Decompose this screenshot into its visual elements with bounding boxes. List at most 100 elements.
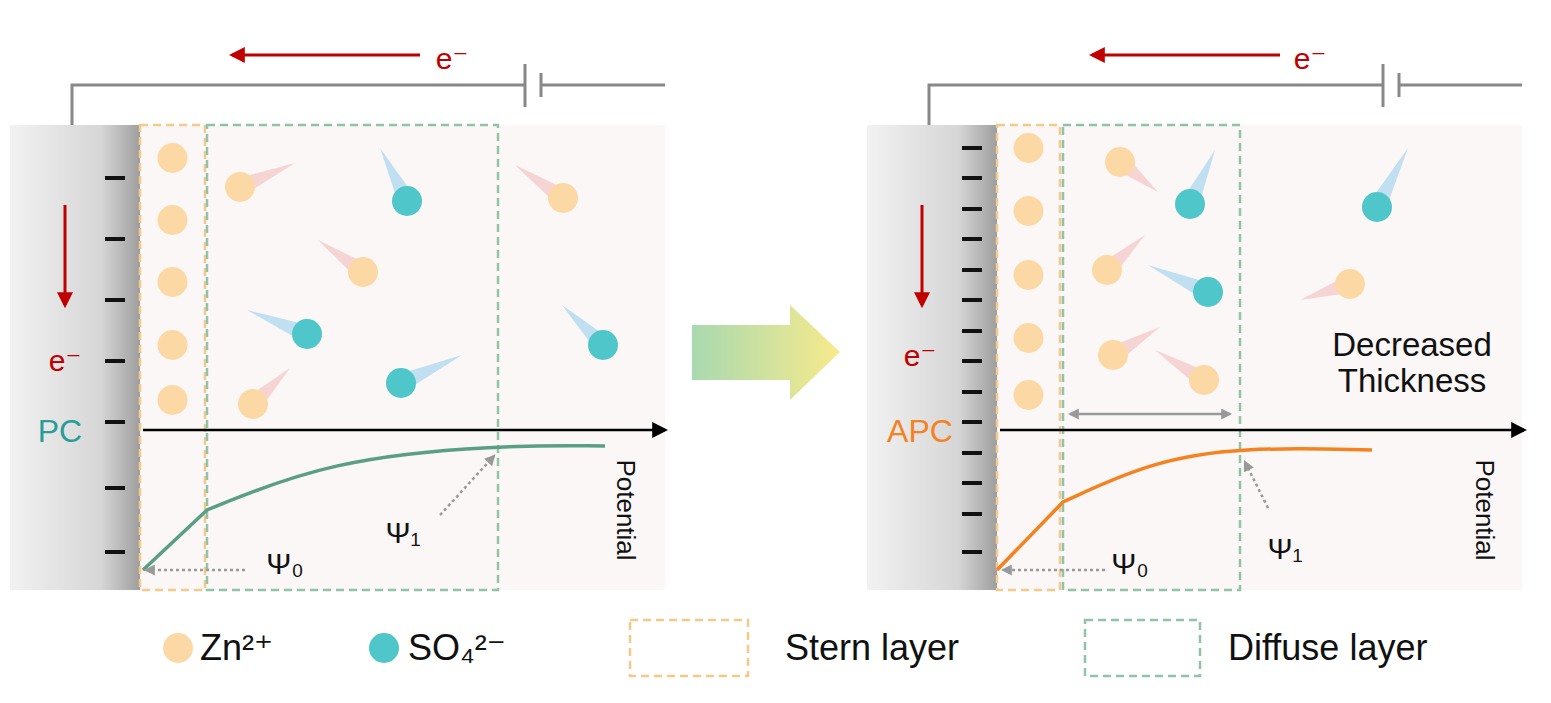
leader-line — [1003, 569, 1105, 572]
electron-flow-arrow — [64, 205, 67, 305]
legend-text: Zn²⁺ — [200, 628, 273, 668]
legend-text: Diffuse layer — [1228, 628, 1427, 668]
legend-text: SO₄²⁻ — [408, 628, 506, 668]
wire — [72, 85, 525, 125]
transition-arrow — [692, 305, 840, 400]
potential-axis — [143, 429, 665, 432]
charge-mark — [962, 512, 982, 516]
diffuse-layer — [207, 125, 498, 590]
charge-mark — [962, 268, 982, 272]
sulfate-ion — [588, 330, 618, 360]
electron-flow-arrow — [1092, 54, 1280, 57]
zn-ion — [238, 389, 268, 419]
charge-mark — [105, 176, 125, 180]
charge-mark — [105, 550, 125, 554]
diffuse-layer — [1063, 125, 1240, 590]
zn-ion — [1014, 196, 1044, 226]
potential-curve — [997, 449, 1372, 570]
zn-ion — [158, 205, 188, 235]
leader-line — [1245, 462, 1268, 508]
potential-symbol: Ψ₁ — [385, 516, 420, 549]
zn-ion — [1189, 365, 1219, 395]
sulfate-ion — [1193, 277, 1223, 307]
legend-text: Stern layer — [785, 628, 959, 668]
electron-label: e⁻ — [904, 339, 937, 372]
potential-symbol: Ψ₀ — [1111, 547, 1149, 580]
zn-ion — [158, 385, 188, 415]
electron-flow-arrow — [921, 205, 924, 305]
stern-layer — [997, 125, 1060, 590]
legend-swatch — [163, 633, 193, 663]
electrode — [10, 125, 140, 590]
wire — [1399, 84, 1522, 87]
sulfate-ion — [392, 186, 422, 216]
electron-flow-arrow — [232, 54, 420, 57]
battery-symbol — [524, 64, 527, 107]
zn-ion — [1335, 269, 1365, 299]
legend-sample — [630, 620, 748, 676]
leader-line — [440, 456, 494, 515]
annotation: Decreased Thickness — [1297, 327, 1527, 400]
electrolyte — [10, 125, 665, 590]
sulfate-ion — [292, 319, 322, 349]
zn-ion — [1098, 340, 1128, 370]
zn-ion — [1014, 380, 1044, 410]
edl-panel — [10, 55, 665, 590]
charge-mark — [962, 390, 982, 394]
legend-swatch — [369, 633, 399, 663]
charge-mark — [105, 359, 125, 363]
zn-ion — [1092, 255, 1122, 285]
electrode — [867, 125, 997, 590]
thickness-arrow — [1070, 413, 1230, 416]
potential-symbol: Ψ₁ — [1267, 532, 1302, 565]
zn-ion — [1105, 147, 1135, 177]
axis-label: Potential — [1471, 459, 1500, 560]
charge-mark — [105, 486, 125, 490]
zn-ion — [225, 172, 255, 202]
charge-mark — [105, 420, 125, 424]
electron-label: e⁻ — [1294, 42, 1327, 75]
electrode: e⁻ PC — [10, 125, 140, 590]
charge-mark — [962, 237, 982, 241]
zn-ion — [348, 257, 378, 287]
sulfate-ion — [386, 368, 416, 398]
zn-ion — [1014, 323, 1044, 353]
edl-panel — [867, 55, 1524, 590]
potential-axis — [1000, 429, 1524, 432]
sulfate-ion — [1362, 192, 1392, 222]
charge-mark — [962, 420, 982, 424]
zn-ion — [158, 267, 188, 297]
legend-sample — [1085, 620, 1200, 676]
zn-ion — [1014, 260, 1044, 290]
zn-ion — [548, 183, 578, 213]
electrode: e⁻ APC — [867, 125, 997, 590]
charge-mark — [962, 359, 982, 363]
potential-curve — [143, 446, 605, 570]
sulfate-ion — [1175, 189, 1205, 219]
wire — [541, 84, 665, 87]
zn-ion — [1014, 133, 1044, 163]
charge-mark — [962, 481, 982, 485]
battery-symbol — [1382, 64, 1385, 107]
electron-label: e⁻ — [436, 42, 469, 75]
charge-mark — [105, 298, 125, 302]
charge-mark — [105, 237, 125, 241]
wire — [929, 85, 1383, 125]
axis-label: Potential — [612, 459, 641, 560]
leader-line — [146, 569, 245, 572]
charge-mark — [962, 176, 982, 180]
potential-symbol: Ψ₀ — [266, 547, 304, 580]
charge-mark — [962, 146, 982, 150]
electrode-label: APC — [887, 414, 953, 449]
charge-mark — [962, 298, 982, 302]
zn-ion — [158, 330, 188, 360]
zn-ion — [158, 143, 188, 173]
charge-mark — [962, 451, 982, 455]
electrode-label: PC — [38, 414, 82, 449]
charge-mark — [962, 550, 982, 554]
charge-mark — [962, 207, 982, 211]
charge-mark — [962, 329, 982, 333]
electron-label: e⁻ — [49, 344, 82, 377]
